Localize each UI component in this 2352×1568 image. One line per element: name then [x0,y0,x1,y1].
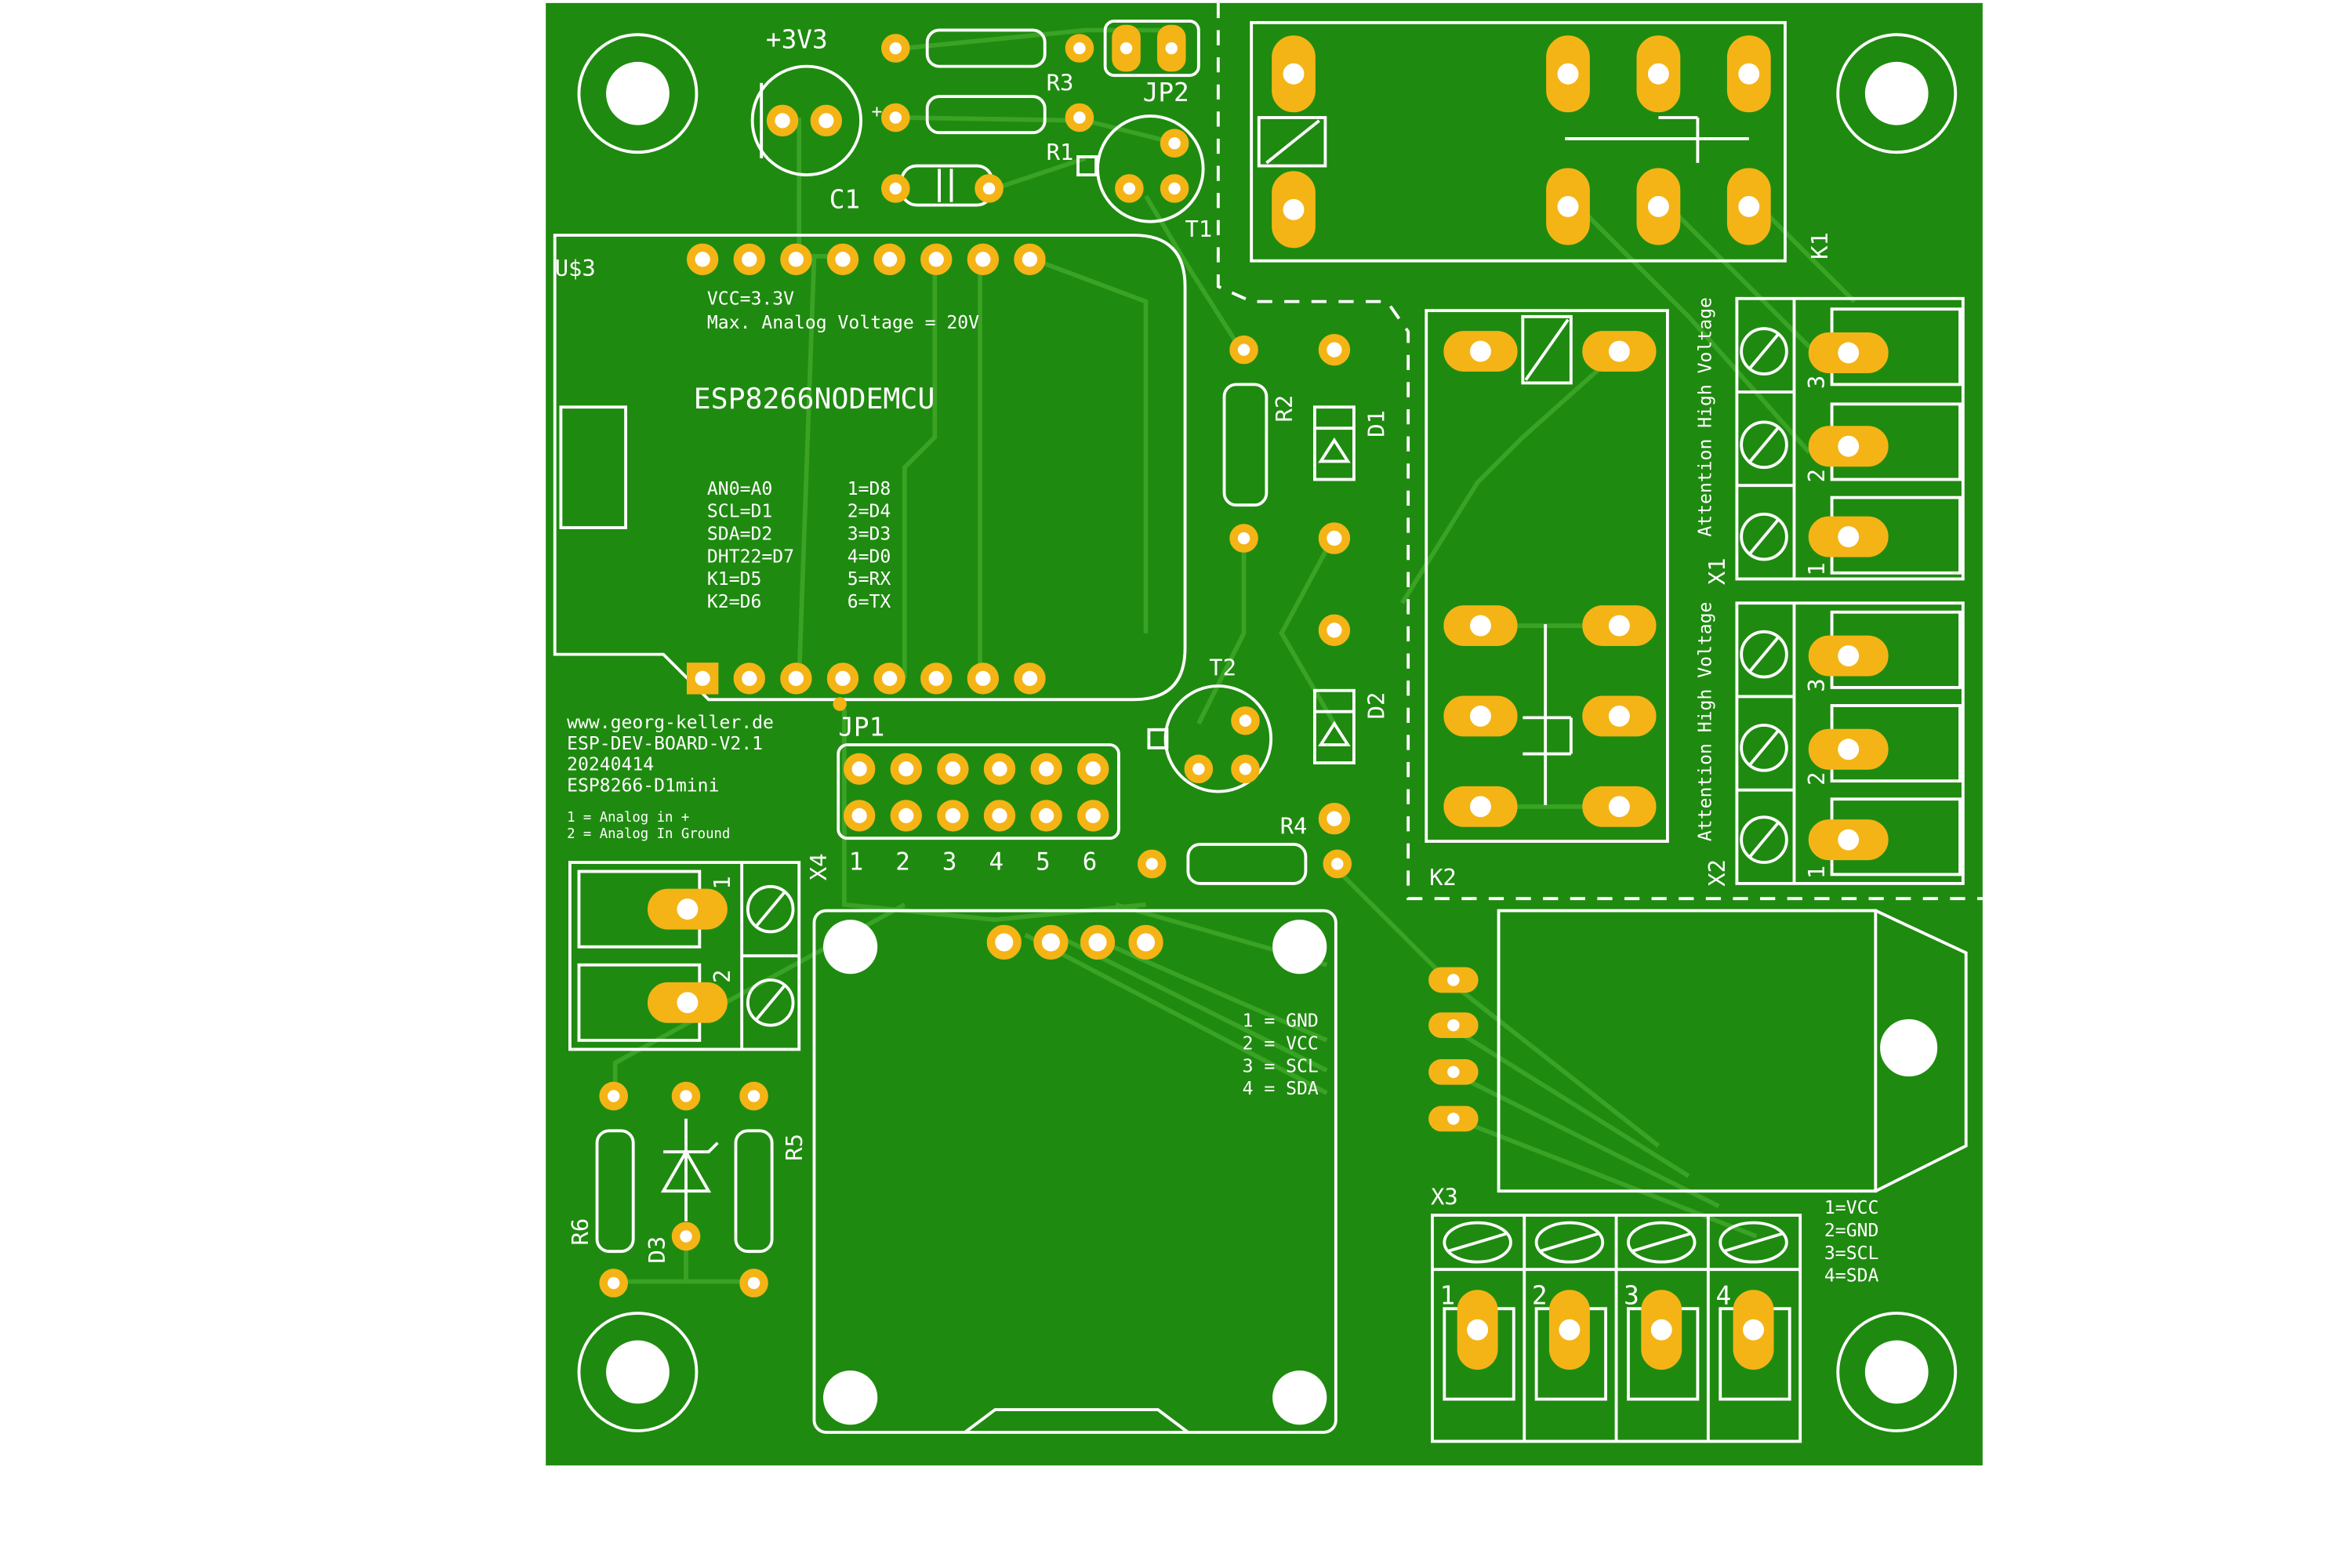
label-us3: U$3 [555,255,596,281]
svg-text:3: 3 [1624,1280,1639,1310]
label-x3: X3 [1431,1184,1458,1210]
label-c1: C1 [829,184,860,214]
x4-pin-labels: 1 2 [709,876,735,983]
svg-text:3=SCL: 3=SCL [1824,1243,1878,1264]
drill-holes [608,42,1860,1425]
svg-text:AN0=A0: AN0=A0 [707,479,772,499]
svg-text:3 = SCL: 3 = SCL [1243,1056,1319,1076]
oled-pin-labels: 1 = GND 2 = VCC 3 = SCL 4 = SDA [1243,1011,1319,1100]
label-d2: D2 [1363,692,1389,720]
label-r3: R3 [1047,69,1074,96]
label-k2: K2 [1429,864,1457,891]
label-max-analog: Max. Analog Voltage = 20V [707,313,979,333]
label-d1: D1 [1363,410,1389,437]
svg-text:2: 2 [1803,469,1830,482]
svg-text:2: 2 [1803,772,1830,786]
svg-text:5=RX: 5=RX [848,569,891,590]
label-analog-note2: 2 = Analog In Ground [567,826,730,842]
svg-text:2: 2 [895,848,910,877]
label-module: ESP8266-D1mini [567,776,719,797]
pcb-board [546,2,1983,1466]
label-attention-x1: Attention High Voltage [1696,297,1716,536]
label-website: www.georg-keller.de [567,713,774,733]
svg-text:1: 1 [849,848,864,877]
svg-text:3: 3 [942,848,957,877]
svg-text:4=D0: 4=D0 [848,546,891,567]
svg-text:K2=D6: K2=D6 [707,592,761,612]
svg-text:1: 1 [709,876,735,889]
label-t1: T1 [1185,216,1213,242]
svg-text:2: 2 [709,969,735,982]
svg-text:6=TX: 6=TX [848,592,891,612]
label-x2: X2 [1704,859,1730,887]
isolation-lines [1216,2,1983,901]
svg-text:3: 3 [1803,376,1830,389]
silkscreen-text: +3V3 + R3 R1 JP2 C1 T1 K1 U$3 VCC=3.3V M… [555,25,1879,1311]
svg-text:1: 1 [1803,562,1830,575]
svg-text:4 = SDA: 4 = SDA [1243,1079,1319,1099]
label-esp: ESP8266NODEMCU [694,382,935,416]
pinmap-left: AN0=A0 SCL=D1 SDA=D2 DHT22=D7 K1=D5 K2=D… [707,479,794,612]
x2-pin-labels: 1 2 3 [1803,678,1830,879]
label-plus: + [872,102,883,122]
svg-text:6: 6 [1083,848,1098,877]
label-3v3: +3V3 [766,25,828,55]
copper-traces [612,27,1857,1284]
svg-text:3=D3: 3=D3 [848,524,891,544]
svg-text:2=GND: 2=GND [1824,1221,1878,1241]
mounting-holes [577,33,1958,1432]
svg-text:1: 1 [1803,866,1830,879]
label-d3: D3 [644,1236,670,1264]
label-analog-note1: 1 = Analog in + [567,810,689,826]
x3-pin-labels: 1 2 3 4 [1440,1280,1732,1310]
svg-text:4=SDA: 4=SDA [1824,1266,1879,1287]
label-attention-x2: Attention High Voltage [1696,602,1716,841]
label-jp2: JP2 [1143,78,1189,107]
svg-text:5: 5 [1036,848,1051,877]
label-jp1: JP1 [838,712,884,742]
label-t2: T2 [1209,655,1236,681]
svg-text:K1=D5: K1=D5 [707,569,761,590]
label-r4: R4 [1280,812,1308,839]
label-r2: R2 [1271,395,1298,423]
svg-text:4: 4 [989,848,1004,877]
svg-text:1=VCC: 1=VCC [1824,1198,1878,1218]
x3-pinmap: 1=VCC 2=GND 3=SCL 4=SDA [1824,1198,1879,1287]
label-r5: R5 [781,1134,808,1161]
svg-text:2=D4: 2=D4 [848,502,891,522]
svg-text:2 = VCC: 2 = VCC [1243,1033,1319,1054]
label-vcc-note: VCC=3.3V [707,289,794,309]
jp1-pin-labels: 1 2 3 4 5 6 [849,848,1098,877]
label-k1: K1 [1806,232,1833,260]
label-board-name: ESP-DEV-BOARD-V2.1 [567,734,763,754]
label-x1: X1 [1704,557,1730,585]
svg-text:1 = GND: 1 = GND [1243,1011,1319,1032]
label-date: 20240414 [567,755,654,775]
svg-text:1: 1 [1440,1280,1456,1310]
label-r6: R6 [567,1218,593,1246]
svg-text:4: 4 [1715,1280,1731,1310]
label-x4: X4 [805,853,832,880]
label-r1: R1 [1047,139,1074,165]
svg-text:1=D8: 1=D8 [848,479,891,499]
svg-text:SDA=D2: SDA=D2 [707,524,772,544]
svg-text:2: 2 [1532,1280,1548,1310]
x1-pin-labels: 1 2 3 [1803,376,1830,576]
pinmap-right: 1=D8 2=D4 3=D3 4=D0 5=RX 6=TX [848,479,891,612]
svg-text:SCL=D1: SCL=D1 [707,502,772,522]
svg-text:DHT22=D7: DHT22=D7 [707,546,794,567]
svg-text:3: 3 [1803,678,1830,691]
